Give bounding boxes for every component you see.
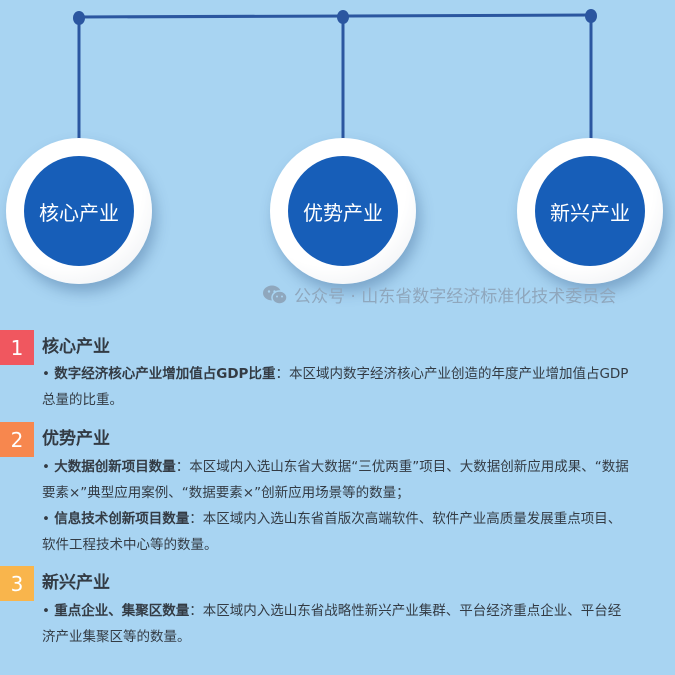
node-core-industry-label: 核心产业 xyxy=(24,156,134,266)
bullet: • xyxy=(42,511,50,527)
indicator-item: • 重点企业、集聚区数量：本区域内入选山东省战略性新兴产业集群、平台经济重点企业… xyxy=(42,598,675,650)
section-number-badge: 3 xyxy=(0,566,34,601)
node-advantage-industry-label: 优势产业 xyxy=(288,156,398,266)
indicator-item: • 信息技术创新项目数量：本区域内入选山东省首版次高端软件、软件产业高质量发展重… xyxy=(42,506,675,558)
indicator-description: 本区域内数字经济核心产业创造的年度产业增加值占GDP xyxy=(288,366,629,382)
indicator-description: 本区域内入选山东省战略性新兴产业集群、平台经济重点企业、平台经 xyxy=(202,603,622,619)
node-advantage-industry: 优势产业 xyxy=(270,138,416,284)
node-core-industry: 核心产业 xyxy=(6,138,152,284)
indicator-description-cont: 济产业集聚区等的数量。 xyxy=(42,629,191,645)
node-emerging-industry: 新兴产业 xyxy=(517,138,663,284)
section-number-badge: 1 xyxy=(0,330,34,365)
node-emerging-industry-label: 新兴产业 xyxy=(535,156,645,266)
watermark-text: 公众号 · 山东省数字经济标准化技术委员会 xyxy=(294,287,617,307)
wechat-icon xyxy=(263,285,288,305)
indicator-description-cont: 要素×”典型应用案例、“数据要素×”创新应用场景等的数量； xyxy=(42,485,410,501)
section-title: 新兴产业 xyxy=(42,573,110,593)
bullet: • xyxy=(42,459,50,475)
indicator-term: 信息技术创新项目数量 xyxy=(54,511,190,527)
bullet: • xyxy=(42,366,50,382)
watermark: 公众号 · 山东省数字经济标准化技术委员会 xyxy=(262,282,616,307)
indicator-item: • 大数据创新项目数量：本区域内入选山东省大数据“三优两重”项目、大数据创新应用… xyxy=(42,454,675,506)
indicator-description-cont: 软件工程技术中心等的数量。 xyxy=(42,537,218,553)
section-title: 优势产业 xyxy=(42,429,110,449)
indicator-description: 本区域内入选山东省首版次高端软件、软件产业高质量发展重点项目、 xyxy=(202,511,622,527)
colon: ： xyxy=(189,511,203,527)
colon: ： xyxy=(275,366,289,382)
indicator-term: 重点企业、集聚区数量 xyxy=(54,603,190,619)
connector-lines xyxy=(73,9,597,140)
section-number-badge: 2 xyxy=(0,422,34,457)
indicator-term: 数字经济核心产业增加值占GDP比重 xyxy=(54,366,276,382)
section-title: 核心产业 xyxy=(42,337,110,357)
bullet: • xyxy=(42,603,50,619)
colon: ： xyxy=(175,459,190,475)
indicator-description: 本区域内入选山东省大数据“三优两重”项目、大数据创新应用成果、“数据 xyxy=(189,459,629,475)
indicator-term: 大数据创新项目数量 xyxy=(54,459,176,475)
indicator-description-cont: 总量的比重。 xyxy=(42,392,123,408)
colon: ： xyxy=(189,603,203,619)
indicator-item: • 数字经济核心产业增加值占GDP比重：本区域内数字经济核心产业创造的年度产业增… xyxy=(42,361,675,413)
